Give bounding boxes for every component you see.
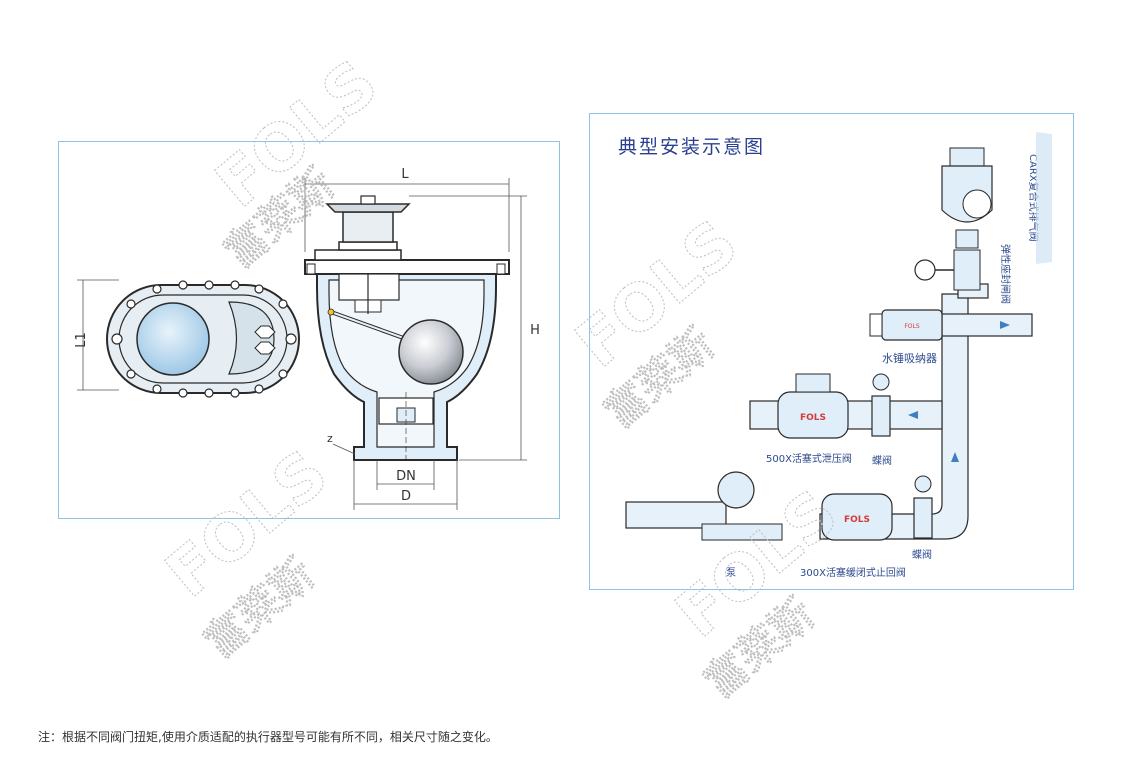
arrow-branch-icon bbox=[1000, 321, 1010, 329]
installation-panel: 典型安装示意图 CARX复合式排气阀 弹性座封 bbox=[589, 113, 1074, 590]
side-view-valve bbox=[304, 195, 510, 461]
butterfly-valve-top bbox=[871, 373, 891, 437]
d-label: D bbox=[401, 489, 411, 504]
l1-dimension bbox=[77, 279, 119, 391]
pump bbox=[701, 471, 783, 541]
hammer-brand: FOLS bbox=[904, 323, 920, 330]
gate-valve-label: 弹性座封闸阀 bbox=[999, 244, 1012, 304]
butterfly-valve-bottom bbox=[913, 475, 933, 539]
check-brand: FOLS bbox=[844, 515, 870, 525]
valve-dimension-drawing: L1 bbox=[74, 167, 540, 510]
l-label: L bbox=[401, 167, 409, 182]
z-label: z bbox=[327, 432, 333, 445]
arrow-upper-icon bbox=[908, 411, 918, 419]
l-dimension bbox=[304, 178, 510, 252]
footnote: 注：根据不同阀门扭矩,使用介质适配的执行器型号可能有所不同，相关尺寸随之变化。 bbox=[38, 730, 498, 744]
installation-diagram: CARX复合式排气阀 弹性座封闸阀 FOLS 水锤吸纳器 FOLS 500X活塞… bbox=[625, 132, 1052, 579]
check-valve: FOLS bbox=[821, 493, 893, 541]
svg-text:富莱斯: 富莱斯 bbox=[695, 589, 823, 708]
carx-air-valve bbox=[941, 147, 993, 249]
h-label: H bbox=[530, 323, 540, 338]
relief-brand: FOLS bbox=[800, 413, 826, 423]
check-valve-label: 300X活塞缓闭式止回阀 bbox=[800, 566, 906, 579]
valve-dimension-panel: L1 bbox=[58, 141, 560, 519]
l1-label: L1 bbox=[74, 332, 89, 348]
butterfly-bottom-label: 蝶阀 bbox=[912, 548, 932, 561]
dn-label: DN bbox=[396, 469, 416, 484]
installation-title: 典型安装示意图 bbox=[618, 136, 766, 158]
dn-d-dimension bbox=[353, 460, 458, 510]
relief-valve-label: 500X活塞式泄压阀 bbox=[766, 452, 852, 465]
gate-valve bbox=[914, 249, 981, 291]
pump-label: 泵 bbox=[726, 567, 736, 579]
top-view-flange bbox=[106, 280, 300, 398]
water-hammer-arrester: FOLS bbox=[869, 309, 943, 341]
butterfly-top-label: 蝶阀 bbox=[872, 454, 892, 467]
relief-valve: FOLS bbox=[777, 373, 849, 439]
h-dimension bbox=[409, 195, 527, 461]
arrow-riser-icon bbox=[951, 452, 959, 462]
svg-text:富莱斯: 富莱斯 bbox=[195, 549, 323, 668]
branch-pipe bbox=[941, 313, 1033, 337]
water-hammer-label: 水锤吸纳器 bbox=[882, 351, 937, 365]
